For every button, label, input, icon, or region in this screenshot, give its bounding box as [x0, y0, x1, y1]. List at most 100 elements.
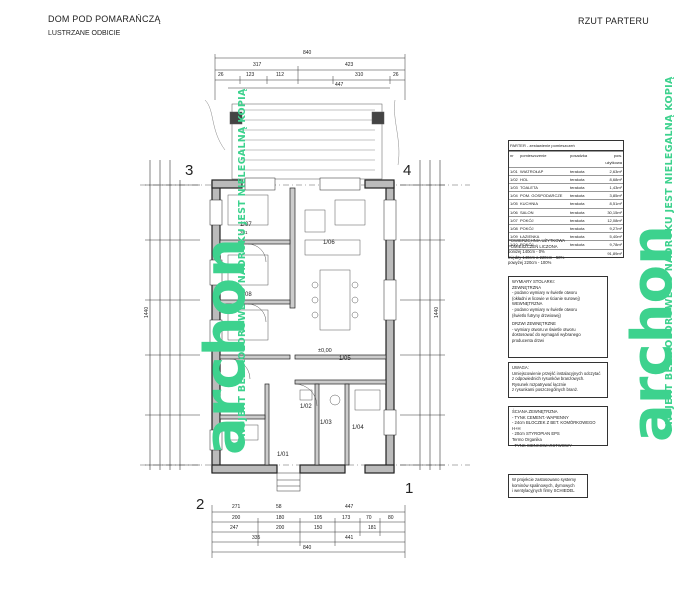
cell: terakota: [570, 176, 585, 182]
wall-line: - TYNK CEMENT.-WAPIENNY: [512, 414, 569, 420]
axis-3: 3: [185, 162, 194, 179]
remark-line: Umiejscowienie przejść instalacyjnych od…: [512, 370, 601, 376]
cell: POM. GOSPODARCZE: [520, 193, 563, 199]
th-floor: posadzka: [570, 153, 588, 159]
dim-bottom-1b: 58: [276, 504, 282, 510]
axis-2: 2: [196, 496, 205, 513]
joinery-line: - podano wymiary w świetle otworu: [512, 290, 577, 296]
cell: terakota: [570, 226, 585, 232]
usable-area-line: powyżej 220cm - 100%: [508, 260, 552, 266]
room-1-08: 1/08: [240, 292, 252, 298]
cell: 1/05: [510, 201, 518, 207]
cell: 30,15m²: [607, 209, 622, 215]
dim-bottom-3a: 247: [230, 525, 239, 531]
usable-area-line: poniżej 140cm - 0%: [508, 249, 545, 255]
cell: SALON: [520, 209, 534, 215]
remark-note: UWAGA: Umiejscowienie przejść instalacyj…: [508, 362, 608, 398]
archon-watermark-note-right: PROJEKT BEZ KOLOROWEGO NADRUKU JEST NIEL…: [664, 76, 675, 432]
room-1-06: 1/06: [323, 240, 335, 246]
joinery-line: - wymiary otworu w świetle otworu: [512, 326, 576, 332]
dim-top-2a: 26: [218, 72, 224, 78]
dim-bottom-2a: 200: [232, 515, 241, 521]
remark-line: UWAGA:: [512, 365, 529, 370]
cell: terakota: [570, 201, 585, 207]
dim-top-2d: 310: [355, 72, 364, 78]
cell: KUCHNIA: [520, 201, 539, 207]
joinery-note: WYMIARY STOLARKI: ZEWNĘTRZNA - podano wy…: [508, 276, 608, 358]
project-title: DOM POD POMARAŃCZĄ: [48, 14, 161, 24]
dim-bottom-2f: 80: [388, 515, 394, 521]
cell: POKÓJ: [520, 242, 534, 248]
cell: 8,68m²: [609, 176, 622, 182]
system-line: kominów spalinowych, dymowych: [512, 482, 575, 488]
dim-top-2e: 26: [393, 72, 399, 78]
cell: 1/09: [510, 234, 518, 240]
cell: HOL: [520, 176, 529, 182]
room-1-02: 1/02: [300, 404, 312, 410]
cell: 8,51m²: [609, 201, 622, 207]
project-subtitle: LUSTRZANE ODBICIE: [48, 30, 121, 37]
cell: WIATROŁAP: [520, 168, 544, 174]
cell: 12,08m²: [607, 217, 622, 223]
archon-watermark-note-left: PROJEKT BEZ KOLOROWEGO NADRUKU JEST NIEL…: [237, 88, 248, 444]
wall-line: - 20cm STYROPIAN EPS: [512, 431, 560, 437]
dim-top-2b: 123: [246, 72, 255, 78]
room-table-caption: PARTER - zestawienie pomieszczeń: [509, 141, 623, 152]
usable-area-note: POWIERZCHNIA UŻYTKOWA POMIESZCZEŃ LICZON…: [508, 238, 626, 266]
joinery-line: DRZWI ZEWNĘTRZNE: [512, 321, 556, 327]
joinery-line: dostosować do wymagań wybranego: [512, 332, 581, 338]
dim-bottom-3b: 200: [276, 525, 285, 531]
usable-area-line: POMIESZCZEŃ LICZONA: [508, 243, 558, 249]
total-area: 91,89m²: [607, 250, 622, 256]
room-1-07-area: 261: [240, 230, 248, 235]
cell: 1/01: [510, 168, 518, 174]
cell: 3,85m²: [609, 193, 622, 199]
cell: terakota: [570, 185, 585, 191]
dim-bottom-4b: 441: [345, 535, 354, 541]
cell: 2,63m²: [609, 168, 622, 174]
cell: terakota: [570, 217, 585, 223]
usable-area-line: między 140cm a 220cm - 50%: [508, 254, 565, 260]
level-mark: ±0,00: [318, 348, 332, 354]
cell: 5,40m²: [609, 234, 622, 240]
cell: 1/04: [510, 193, 518, 199]
external-wall-note: ŚCIANA ZEWNĘTRZNA - TYNK CEMENT.-WAPIENN…: [508, 406, 608, 448]
dim-top-2c: 112: [276, 72, 284, 78]
remark-line: z odpowiednich rysunków branżowych.: [512, 376, 585, 382]
cell: 1,43m²: [609, 185, 622, 191]
dim-bottom-total: 840: [303, 545, 312, 551]
dim-bottom-3c: 150: [314, 525, 323, 531]
dim-top-total: 840: [303, 50, 312, 56]
joinery-line: (okładni w licowie w ścianie surowej): [512, 295, 580, 301]
cell: terakota: [570, 242, 585, 248]
wall-line: - TYNK CIENKOWARSTWOWY: [512, 442, 572, 448]
cell: terakota: [570, 193, 585, 199]
cell: 1/03: [510, 185, 518, 191]
cell: POKÓJ: [520, 226, 534, 232]
remark-line: Rysunek rozpatrywać łącznie: [512, 381, 567, 387]
cell: 1/10: [510, 242, 518, 248]
view-title: RZUT PARTERU: [578, 16, 649, 26]
dim-bottom-2d: 173: [342, 515, 351, 521]
cell: 1/08: [510, 226, 518, 232]
th-area: pow. użytkowa: [605, 153, 622, 166]
wall-line: Termo Organika: [512, 436, 542, 442]
system-note: W projekcie zastosowano systemy kominów …: [508, 474, 588, 498]
table-header: nr pomieszczenie posadzka pow. użytkowa: [509, 151, 623, 166]
cell: 1/07: [510, 217, 518, 223]
dim-top-1b: 423: [345, 62, 354, 68]
room-1-05: 1/05: [339, 356, 351, 362]
room-1-03: 1/03: [320, 420, 332, 426]
cell: terakota: [570, 209, 585, 215]
dim-bottom-3d: 181: [368, 525, 377, 531]
cell: ŁAZIENKA: [520, 234, 540, 240]
cell: 1/06: [510, 209, 518, 215]
joinery-line: ZEWNĘTRZNA: [512, 284, 542, 290]
cell: TOALETA: [520, 185, 538, 191]
joinery-line: (świetlo futryny drzwiowej): [512, 312, 561, 318]
